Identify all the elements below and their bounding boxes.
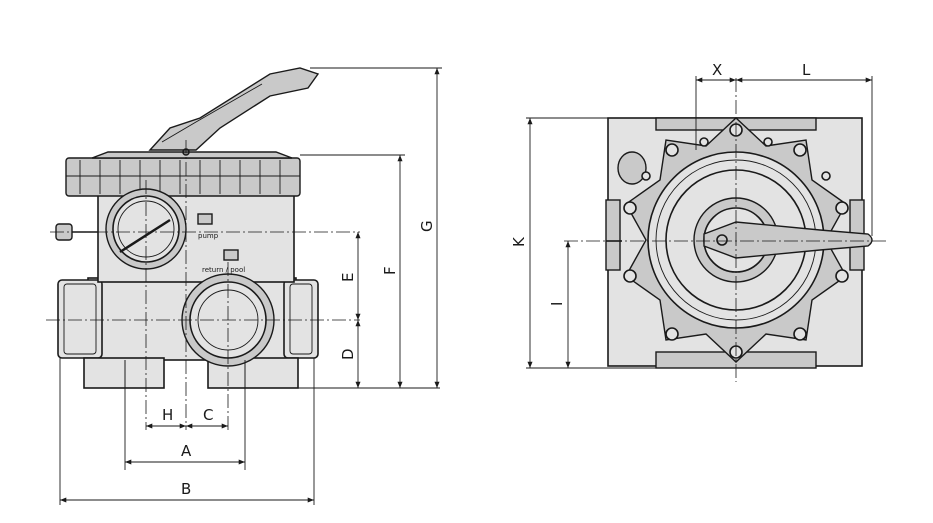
dimension-g-label: G (418, 220, 436, 232)
left-pipe-stub (605, 199, 621, 271)
dimension-e-label: E (339, 273, 357, 282)
valve-handle (148, 67, 320, 151)
valve-cover-flange (65, 157, 301, 197)
dimension-k-label: K (510, 236, 528, 247)
top-handle (703, 221, 873, 259)
dimension-l-label: L (802, 61, 811, 79)
return-pool-label: return / pool (202, 266, 245, 274)
pump-label-plate (197, 213, 213, 225)
dimension-i-label: I (548, 302, 566, 306)
gauge-stub (617, 151, 647, 185)
dimension-a-label: A (181, 442, 192, 460)
bottom-port-left (83, 357, 165, 389)
left-port-pipe (57, 279, 103, 359)
pump-label: pump (198, 232, 219, 240)
top-view: X L K I (510, 61, 886, 382)
dimension-d-label: D (339, 348, 357, 360)
front-view: pump return / pool H C A B (46, 67, 442, 505)
dimension-x-label: X (712, 61, 722, 79)
bottom-port-right (207, 357, 299, 389)
dimension-b-label: B (181, 480, 191, 498)
dimension-f-label: F (381, 266, 399, 275)
right-port-pipe (283, 279, 319, 359)
dimension-h-label: H (162, 406, 173, 424)
return-pool-label-plate (223, 249, 239, 261)
dimension-c-label: C (203, 406, 213, 424)
